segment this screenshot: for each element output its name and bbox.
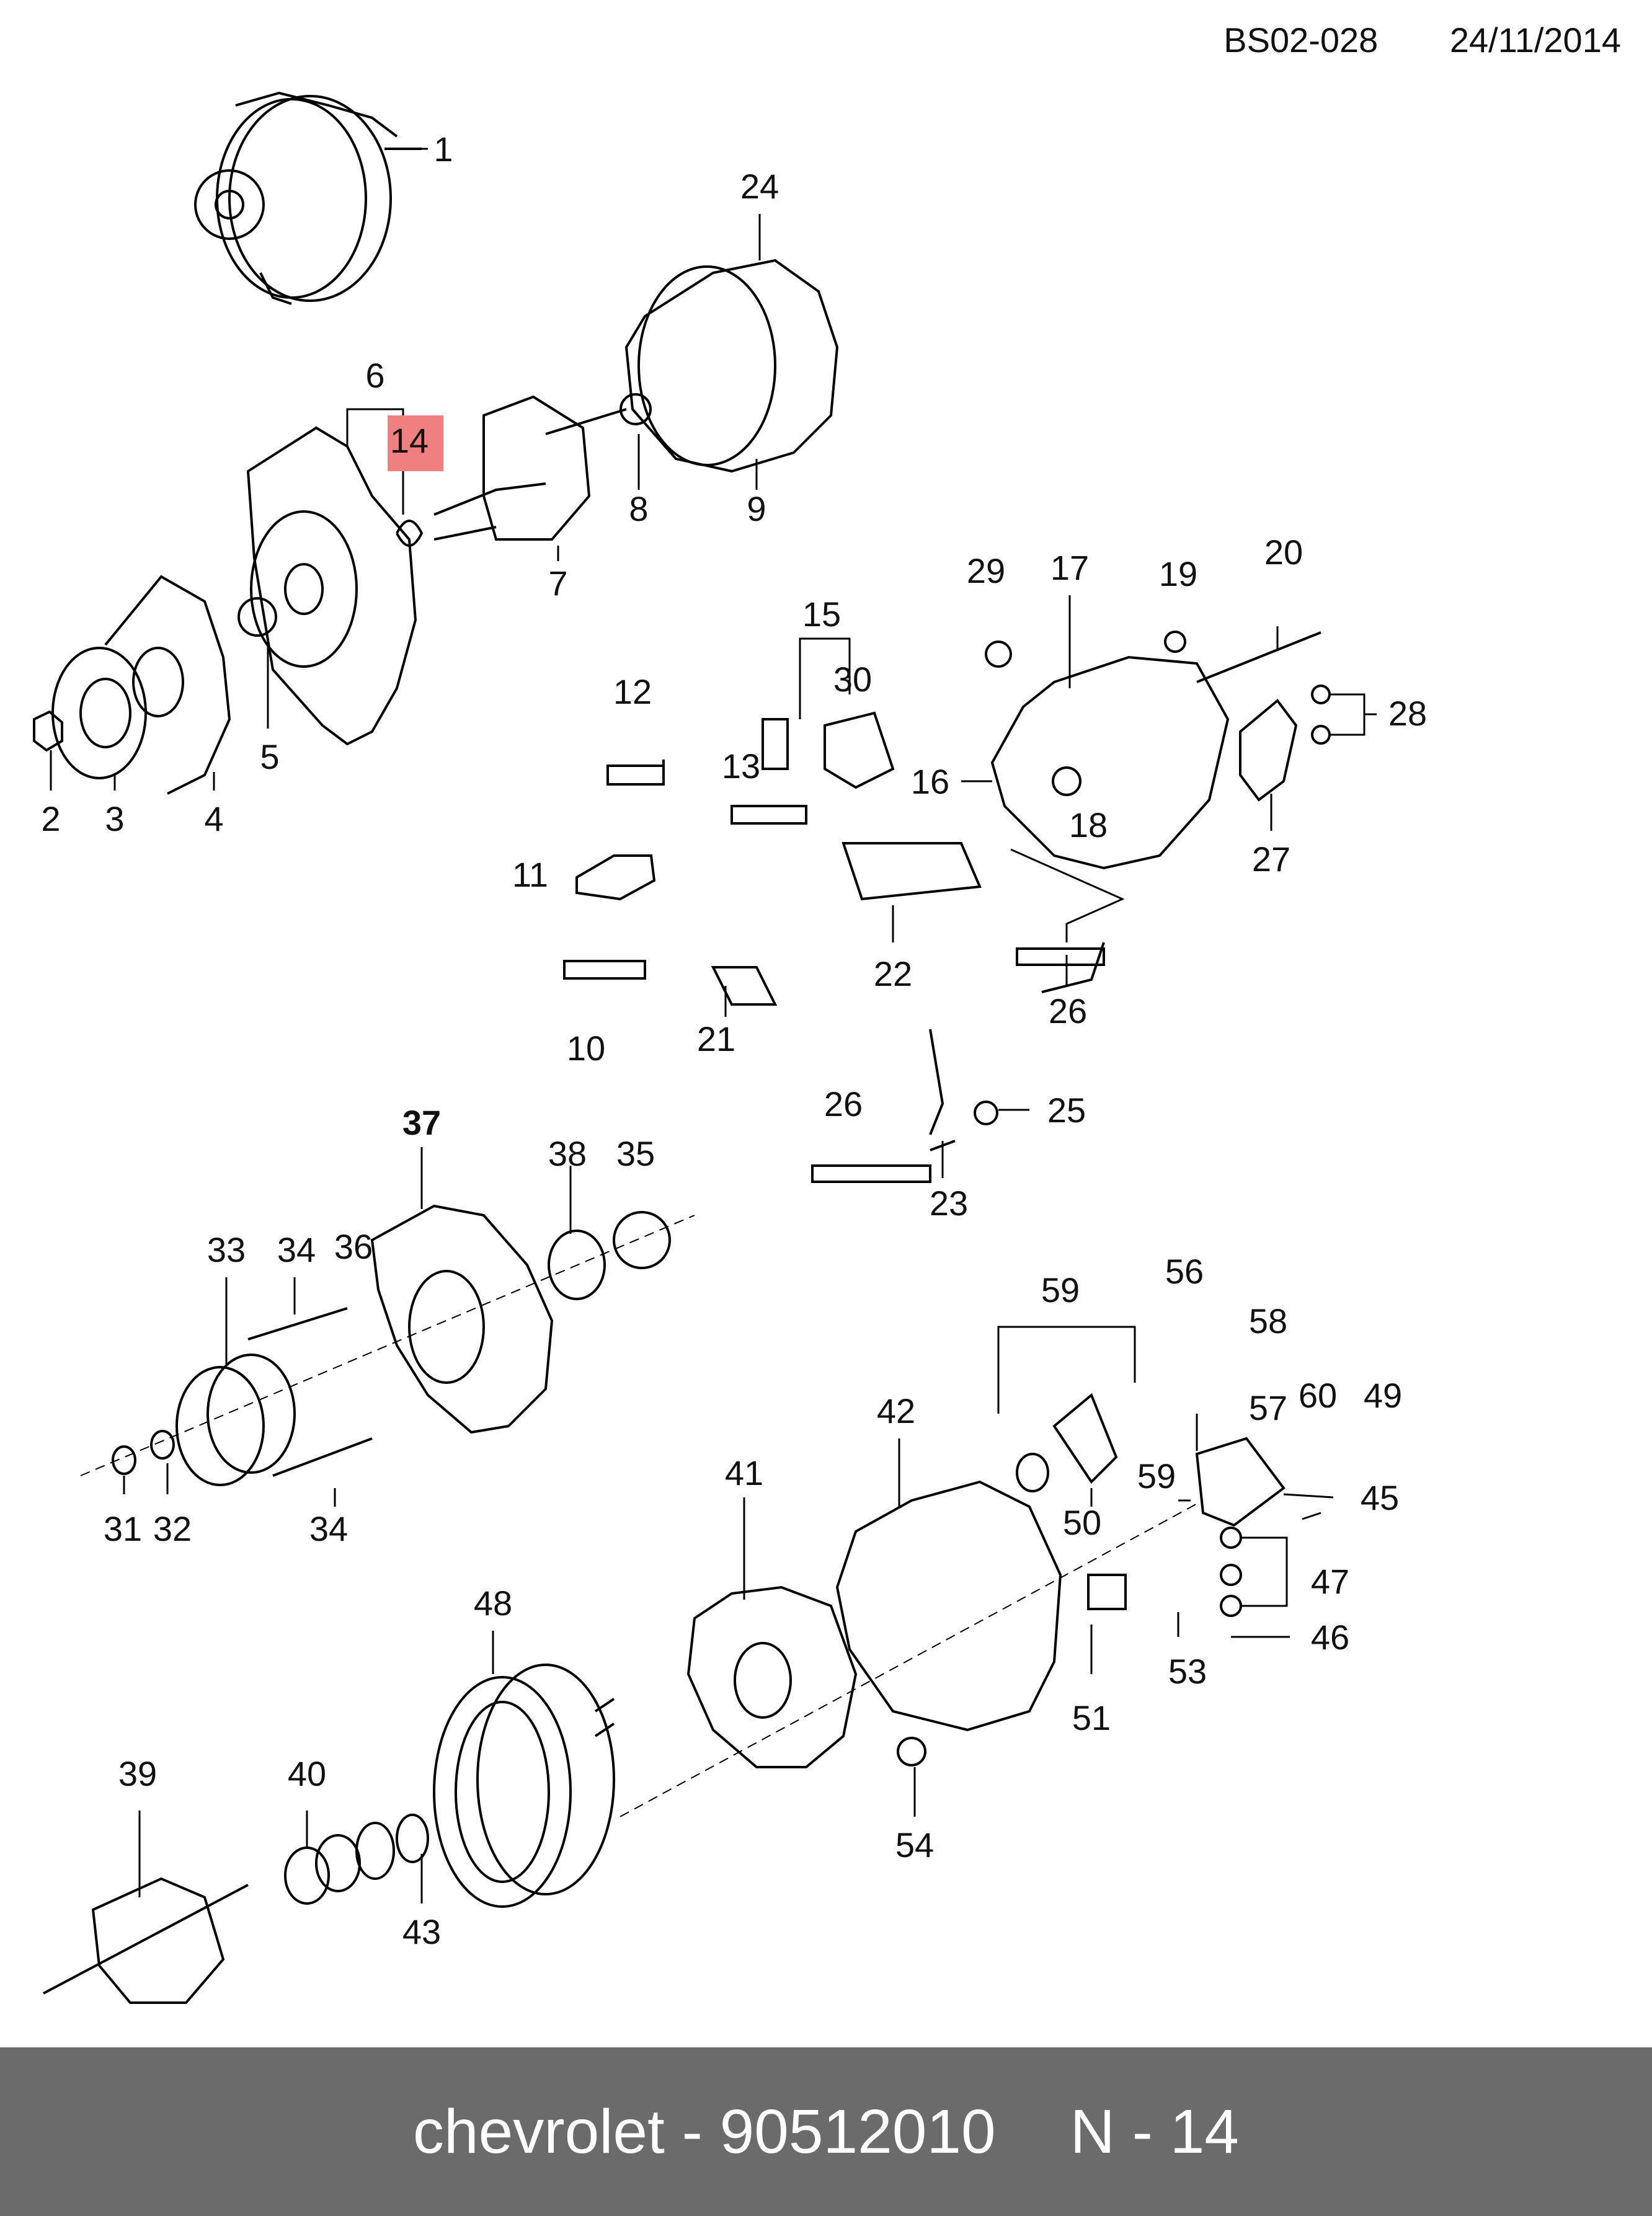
callout-16: 16 — [911, 762, 949, 801]
callout-60: 60 — [1299, 1376, 1337, 1415]
callout-59-lower: 59 — [1137, 1456, 1176, 1496]
alternator-assembly-drawing — [194, 91, 422, 305]
callout-50: 50 — [1063, 1503, 1101, 1542]
callout-38: 38 — [548, 1134, 587, 1173]
callout-47: 47 — [1311, 1562, 1349, 1601]
callout-54: 54 — [895, 1825, 934, 1864]
callout-29: 29 — [967, 551, 1005, 590]
callout-18: 18 — [1069, 805, 1108, 844]
rear-housing-drawing — [811, 631, 1331, 1183]
callout-5: 5 — [260, 737, 279, 776]
callout-24: 24 — [740, 167, 779, 206]
callout-46: 46 — [1311, 1618, 1349, 1657]
callout-12: 12 — [613, 672, 652, 711]
callout-37: 37 — [402, 1103, 441, 1142]
callout-20: 20 — [1264, 533, 1303, 572]
callout-40: 40 — [288, 1754, 326, 1793]
callout-27: 27 — [1252, 840, 1290, 879]
callout-23: 23 — [930, 1184, 968, 1223]
callout-labels: 1 2 3 4 5 6 7 8 9 10 11 12 13 14 15 16 1… — [41, 130, 1427, 1951]
callout-21: 21 — [697, 1019, 735, 1058]
callout-43: 43 — [402, 1912, 441, 1951]
bottom-rotor-stator-drawing — [43, 1664, 615, 2004]
callout-4: 4 — [204, 799, 223, 838]
callout-3: 3 — [105, 799, 124, 838]
callout-30: 30 — [833, 660, 872, 699]
callout-2: 2 — [41, 799, 60, 838]
leader-lines — [50, 148, 1377, 1904]
callout-49: 49 — [1364, 1376, 1402, 1415]
callout-57: 57 — [1249, 1388, 1287, 1427]
drive-end-parts-drawing — [33, 426, 424, 795]
callout-19: 19 — [1159, 554, 1197, 593]
callout-7: 7 — [548, 564, 567, 603]
footer-bar: chevrolet - 90512010 N - 14 — [0, 2047, 1652, 2216]
callout-8: 8 — [629, 489, 648, 528]
callout-41: 41 — [725, 1453, 763, 1492]
callout-1: 1 — [433, 130, 453, 169]
callout-22: 22 — [874, 954, 912, 993]
callout-17: 17 — [1050, 548, 1089, 587]
callout-26-lower: 26 — [824, 1084, 863, 1124]
callout-51: 51 — [1072, 1698, 1111, 1737]
callout-6: 6 — [365, 356, 384, 395]
callout-34-lower: 34 — [309, 1509, 348, 1548]
diagram-header: BS02-028 24/11/2014 — [1161, 20, 1621, 60]
footer-part-text: chevrolet - 90512010 — [413, 2096, 996, 2166]
diagram-date: 24/11/2014 — [1449, 20, 1621, 60]
lower-drive-end-drawing — [80, 1204, 695, 1486]
callout-13: 13 — [722, 747, 760, 786]
callout-48: 48 — [474, 1584, 512, 1623]
callout-9: 9 — [747, 489, 766, 528]
callout-15: 15 — [802, 595, 841, 634]
callout-39: 39 — [118, 1754, 157, 1793]
diagram-code: BS02-028 — [1223, 20, 1379, 60]
callout-25: 25 — [1047, 1091, 1086, 1130]
callout-42: 42 — [877, 1391, 915, 1430]
callout-59-upper: 59 — [1041, 1270, 1080, 1310]
callout-58: 58 — [1249, 1301, 1287, 1341]
exploded-parts-diagram: 1 2 3 4 5 6 7 8 9 10 11 12 13 14 15 16 1… — [33, 91, 1427, 2004]
callout-10: 10 — [567, 1029, 605, 1068]
callout-14: 14 — [390, 421, 429, 460]
callout-11: 11 — [512, 855, 548, 894]
electrical-components-drawing — [563, 711, 1105, 1006]
callout-26-upper: 26 — [1049, 991, 1087, 1030]
callout-56: 56 — [1165, 1252, 1204, 1291]
callout-33: 33 — [207, 1230, 246, 1269]
callout-31: 31 — [104, 1509, 142, 1548]
callout-28: 28 — [1388, 694, 1427, 733]
callout-53: 53 — [1168, 1652, 1207, 1691]
callout-45: 45 — [1361, 1478, 1399, 1517]
highlight-box — [388, 415, 443, 471]
rear-assembly-drawing — [620, 1393, 1286, 1817]
callout-36: 36 — [334, 1227, 373, 1266]
callout-35: 35 — [616, 1134, 655, 1173]
callout-32: 32 — [153, 1509, 192, 1548]
rotor-stator-drawing — [433, 259, 839, 541]
footer-ref-text: N - 14 — [1070, 2096, 1239, 2166]
callout-34-upper: 34 — [277, 1230, 316, 1269]
